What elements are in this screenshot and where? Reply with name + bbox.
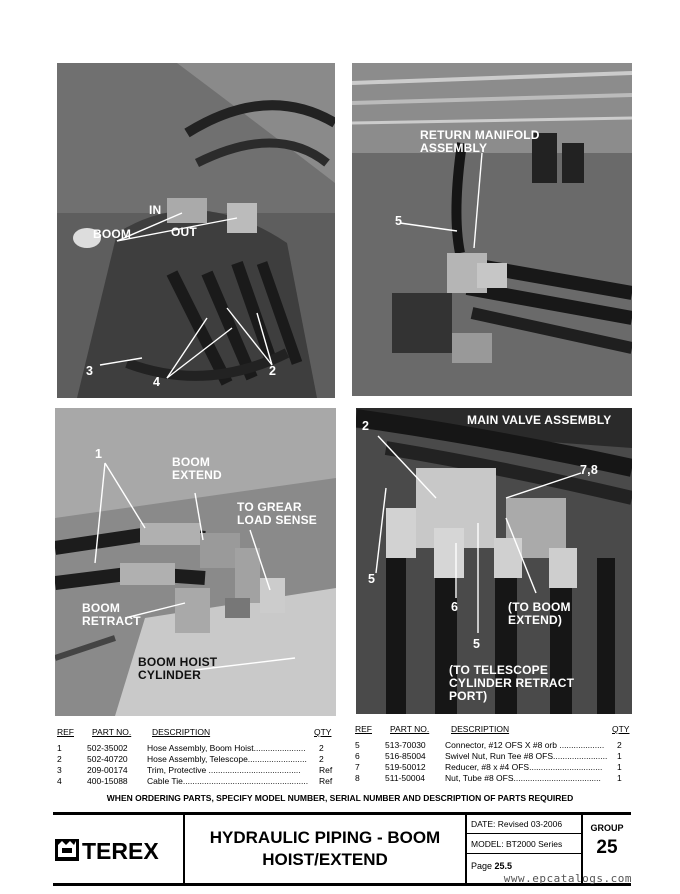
header-qty: QTY [612,724,630,734]
part-qty: 1 [617,762,622,772]
callout-7-8: 7,8 [580,463,598,477]
part-number: 502-35002 [87,743,128,753]
group-box: GROUP 25 [583,815,631,883]
header-part-no: PART NO. [92,727,132,737]
part-description: Connector, #12 OFS X #8 orb ............… [445,740,605,750]
callout-4: 4 [153,375,161,389]
part-qty: 2 [319,743,324,753]
part-description: Trim, Protective .......................… [147,765,301,775]
part-number: 209-00174 [87,765,128,775]
part-description: Reducer, #8 x #4 OFS....................… [445,762,603,772]
part-ref: 3 [57,765,62,775]
callout-boom-retract: BOOM RETRACT [82,601,141,628]
date-label: DATE: [471,819,496,829]
callout-return-manifold: RETURN MANIFOLD ASSEMBLY [420,128,540,155]
part-qty: 2 [319,754,324,764]
callout-out: OUT [171,225,197,239]
part-ref: 1 [57,743,62,753]
callout-5: 5 [473,637,481,651]
callout-2: 2 [362,419,370,433]
title-line-1: HYDRAULIC PIPING - BOOM [209,828,441,847]
header-description: DESCRIPTION [451,724,510,734]
callout-main-valve-assembly: MAIN VALVE ASSEMBLY [467,413,612,427]
date-row: DATE: Revised 03-2006 [471,819,562,829]
header-description: DESCRIPTION [152,727,211,737]
part-ref: 7 [355,762,360,772]
page-row: Page 25.5 [471,861,512,871]
photo4-image [356,408,632,714]
callout-to-grear: TO GREAR LOAD SENSE [237,500,318,527]
photo-boom-extend-retract: 1 BOOM EXTEND TO GREAR LOAD SENSE BOOM R… [55,408,336,716]
part-ref: 8 [355,773,360,783]
group-label: GROUP [590,823,624,833]
photo-main-valve-assembly: MAIN VALVE ASSEMBLY 2 7,8 5 6 5 (TO BOOM… [356,408,632,714]
header-part-no: PART NO. [390,724,430,734]
title-block: TEREX HYDRAULIC PIPING - BOOM HOIST/EXTE… [53,812,631,886]
part-qty: Ref [319,765,333,775]
part-description: Nut, Tube #8 OFS........................… [445,773,601,783]
photo1-image [57,63,335,398]
date-value: Revised 03-2006 [497,819,563,829]
title-line-2: HOIST/EXTEND [262,850,388,869]
callout-5: 5 [368,572,376,586]
callout-to-boom-extend: (TO BOOM EXTEND) [508,600,571,627]
callout-5: 5 [395,214,403,228]
part-ref: 5 [355,740,360,750]
page-label: Page [471,861,493,871]
callout-6: 6 [451,600,459,614]
group-number: 25 [596,837,618,858]
part-qty: 1 [617,751,622,761]
part-ref: 6 [355,751,360,761]
photo-boom-hoist-hoses: IN BOOM OUT 3 4 2 [57,63,335,398]
header-ref: REF [355,724,372,734]
part-qty: Ref [319,776,333,786]
part-number: 400-15088 [87,776,128,786]
model-label: MODEL: [471,839,504,849]
callout-1: 1 [95,447,103,461]
model-row: MODEL: BT2000 Series [471,839,562,849]
callout-to-telescope: (TO TELESCOPE CYLINDER RETRACT PORT) [449,663,575,703]
header-ref: REF [57,727,74,737]
header-qty: QTY [314,727,332,737]
model-value: BT2000 Series [505,839,563,849]
ordering-note: WHEN ORDERING PARTS, SPECIFY MODEL NUMBE… [106,793,574,803]
callout-in: IN [149,203,162,217]
part-number: 513-70030 [385,740,426,750]
part-number: 519-50012 [385,762,426,772]
terex-logo: TEREX [53,815,185,883]
part-qty: 2 [617,740,622,750]
part-description: Cable Tie...............................… [147,776,309,786]
brand-text: TEREX [82,838,159,864]
callout-2: 2 [269,364,277,378]
callout-3: 3 [86,364,94,378]
parts-list-right: REF PART NO. DESCRIPTION QTY 5 513-70030… [355,724,632,786]
callout-boom: BOOM [93,227,132,241]
part-number: 502-40720 [87,754,128,764]
part-description: Hose Assembly, Boom Hoist...............… [147,743,306,753]
photo-return-manifold: RETURN MANIFOLD ASSEMBLY 5 [352,63,632,396]
part-ref: 4 [57,776,62,786]
watermark: www.epcatalogs.com [503,872,632,885]
photo3-image [55,408,336,716]
part-number: 511-50004 [385,773,426,783]
terex-crest-icon: TEREX [55,838,159,864]
part-description: Hose Assembly, Telescope................… [147,754,307,764]
photo2-image [352,63,632,396]
page-title: HYDRAULIC PIPING - BOOM HOIST/EXTEND [185,815,467,883]
callout-boom-hoist-cylinder: BOOM HOIST CYLINDER [138,655,218,682]
part-number: 516-85004 [385,751,426,761]
document-meta: DATE: Revised 03-2006 MODEL: BT2000 Seri… [467,815,583,883]
page-value: 25.5 [494,861,513,871]
parts-list-left: REF PART NO. DESCRIPTION QTY 1 502-35002… [57,727,337,789]
part-qty: 1 [617,773,622,783]
part-description: Swivel Nut, Run Tee #8 OFS..............… [445,751,608,761]
callout-boom-extend: BOOM EXTEND [172,455,222,482]
part-ref: 2 [57,754,62,764]
